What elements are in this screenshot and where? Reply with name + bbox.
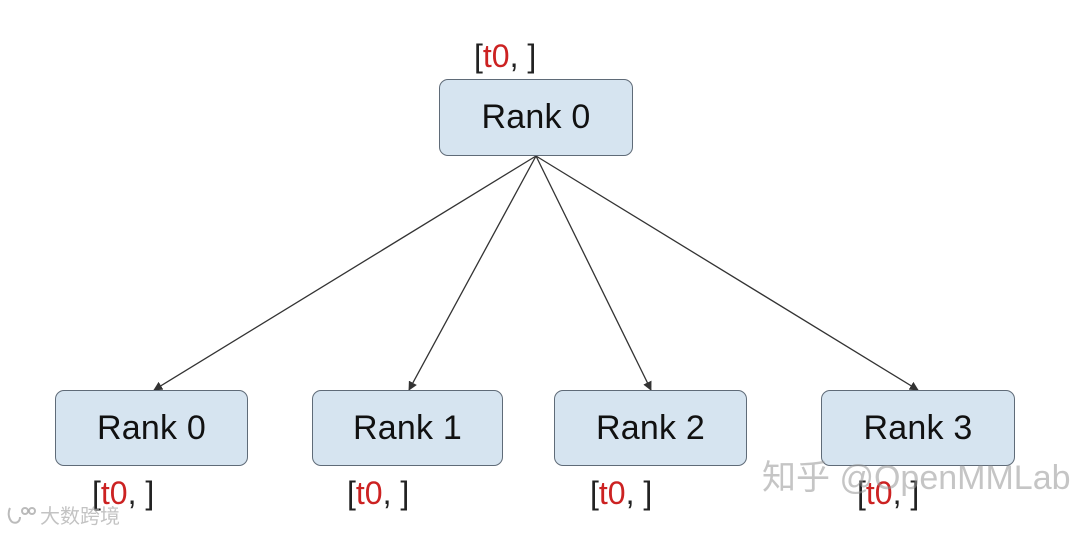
bracket-close: , ]: [625, 475, 653, 511]
child-0-tensor-label: [t0, ]: [92, 477, 154, 509]
child-node-rank-3: Rank 3: [821, 390, 1015, 466]
child-node-rank-0: Rank 0: [55, 390, 248, 466]
bracket-close: , ]: [127, 475, 155, 511]
watermark-logo-icon: [7, 506, 36, 524]
edge-root-to-rank-0: [153, 155, 537, 391]
bracket-open: [: [92, 475, 101, 511]
tensor-name: t0: [355, 475, 383, 511]
bracket-close: , ]: [509, 38, 537, 74]
bracket-open: [: [857, 475, 866, 511]
edge-root-to-rank-3: [535, 155, 919, 391]
child-node-rank-2: Rank 2: [554, 390, 747, 466]
watermark-left-text: 大数跨境: [40, 506, 120, 528]
child-node-rank-1: Rank 1: [312, 390, 503, 466]
bracket-close: , ]: [892, 475, 920, 511]
child-1-tensor-label: [t0, ]: [347, 477, 409, 509]
root-node-rank-0: Rank 0: [439, 79, 633, 156]
watermark-left: 大数跨境: [6, 500, 120, 529]
edge-root-to-rank-2: [535, 155, 652, 391]
tensor-name: t0: [100, 475, 128, 511]
tensor-name: t0: [865, 475, 893, 511]
tensor-name: t0: [482, 38, 510, 74]
bracket-open: [: [474, 38, 483, 74]
tensor-name: t0: [598, 475, 626, 511]
watermark-right: 知乎 @OpenMMLab: [762, 459, 1071, 497]
bracket-open: [: [347, 475, 356, 511]
child-2-tensor-label: [t0, ]: [590, 477, 652, 509]
bracket-open: [: [590, 475, 599, 511]
root-tensor-label: [t0, ]: [474, 40, 536, 72]
edge-root-to-rank-1: [408, 155, 537, 391]
bracket-close: , ]: [382, 475, 410, 511]
child-3-tensor-label: [t0, ]: [857, 477, 919, 509]
